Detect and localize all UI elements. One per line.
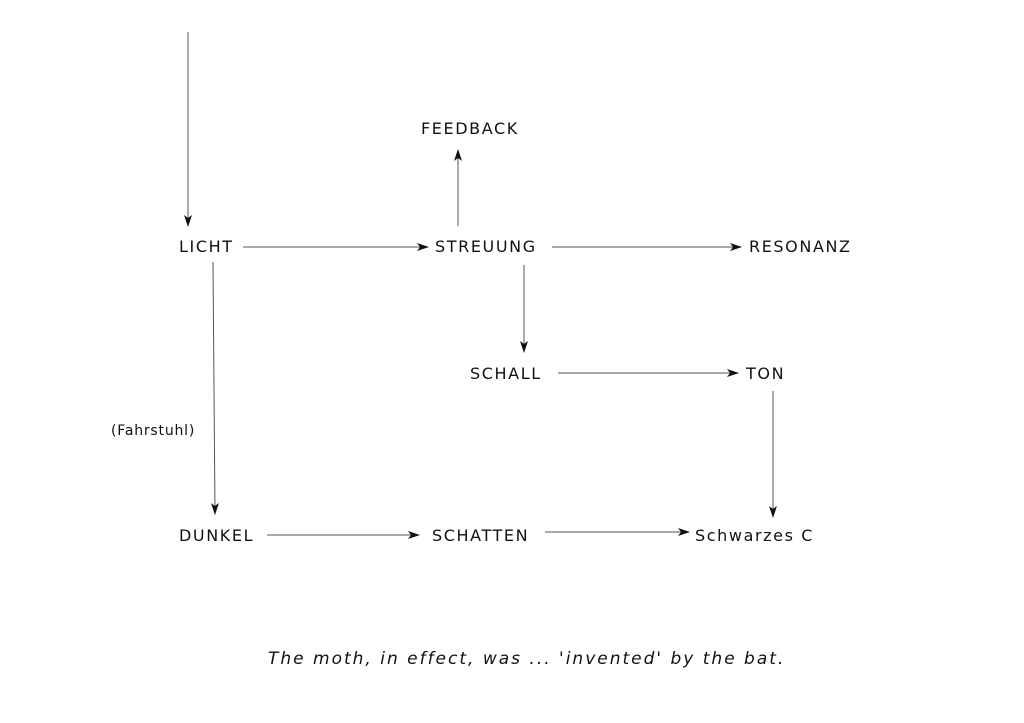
node-licht: LICHT	[179, 237, 234, 256]
node-schwarzes-c: Schwarzes C	[695, 526, 814, 545]
node-schatten: SCHATTEN	[432, 526, 530, 545]
arrow-licht-to-dunkel	[210, 261, 219, 515]
node-schall: SCHALL	[470, 364, 542, 383]
node-ton: TON	[746, 364, 786, 383]
node-streuung: STREUUNG	[435, 237, 537, 256]
annotation-fahrstuhl: (Fahrstuhl)	[111, 423, 196, 439]
caption: The moth, in effect, was ... 'invented' …	[268, 649, 786, 669]
node-resonanz: RESONANZ	[749, 237, 852, 256]
node-dunkel: DUNKEL	[179, 526, 255, 545]
node-feedback: FEEDBACK	[421, 119, 519, 138]
